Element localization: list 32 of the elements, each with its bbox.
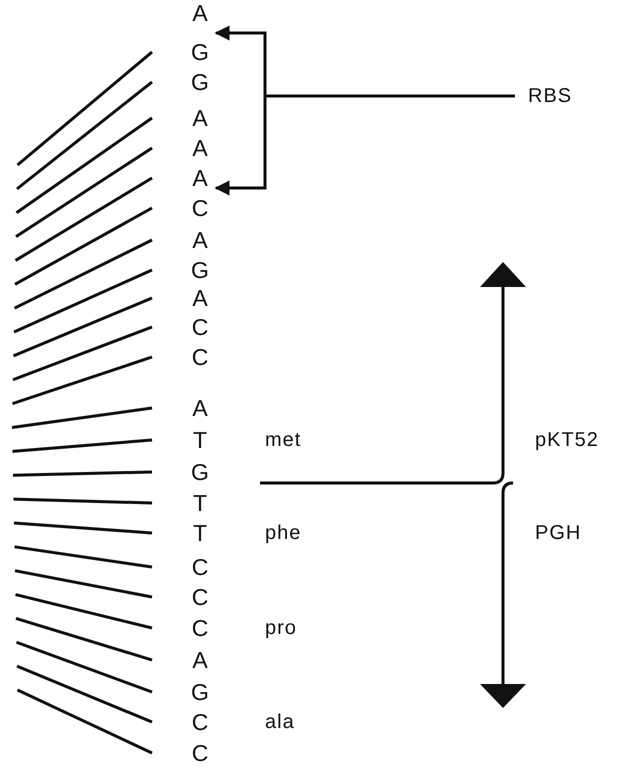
- amino-acid-label: met: [265, 430, 302, 450]
- nucleotide-letter: C: [188, 617, 212, 640]
- nucleotide-letter: C: [188, 742, 212, 765]
- nucleotide-letter: T: [188, 522, 212, 545]
- bracket-arrow: [214, 94, 515, 196]
- plasmid-label: pKT52: [535, 430, 599, 450]
- nucleotide-letter: C: [188, 197, 212, 220]
- nucleotide-letter: A: [188, 137, 212, 160]
- amino-acid-label: phe: [265, 523, 302, 543]
- nucleotide-letter: A: [188, 2, 212, 25]
- amino-acid-label: pro: [265, 618, 297, 638]
- nucleotide-letter: G: [188, 461, 212, 484]
- nucleotide-letter: C: [188, 586, 212, 609]
- nucleotide-letter: G: [188, 41, 212, 64]
- nucleotide-letter: A: [188, 107, 212, 130]
- nucleotide-letter: C: [188, 346, 212, 369]
- nucleotide-letter: A: [188, 167, 212, 190]
- nucleotide-letter: C: [188, 711, 212, 734]
- nucleotide-letter: A: [188, 287, 212, 310]
- site-label: RBS: [515, 86, 572, 106]
- nucleotide-letter: A: [188, 649, 212, 672]
- amino-acid-label: ala: [265, 712, 295, 732]
- nucleotide-letter: A: [188, 229, 212, 252]
- nucleotide-letter: G: [188, 71, 212, 94]
- nucleotide-letter: C: [188, 316, 212, 339]
- nucleotide-letter: T: [188, 429, 212, 452]
- nucleotide-letter: C: [188, 556, 212, 579]
- nucleotide-letter: T: [188, 492, 212, 515]
- nucleotide-letter: G: [188, 259, 212, 282]
- gene-label: PGH: [535, 523, 582, 543]
- nucleotide-letter: G: [188, 681, 212, 704]
- nucleotide-letter: A: [188, 397, 212, 420]
